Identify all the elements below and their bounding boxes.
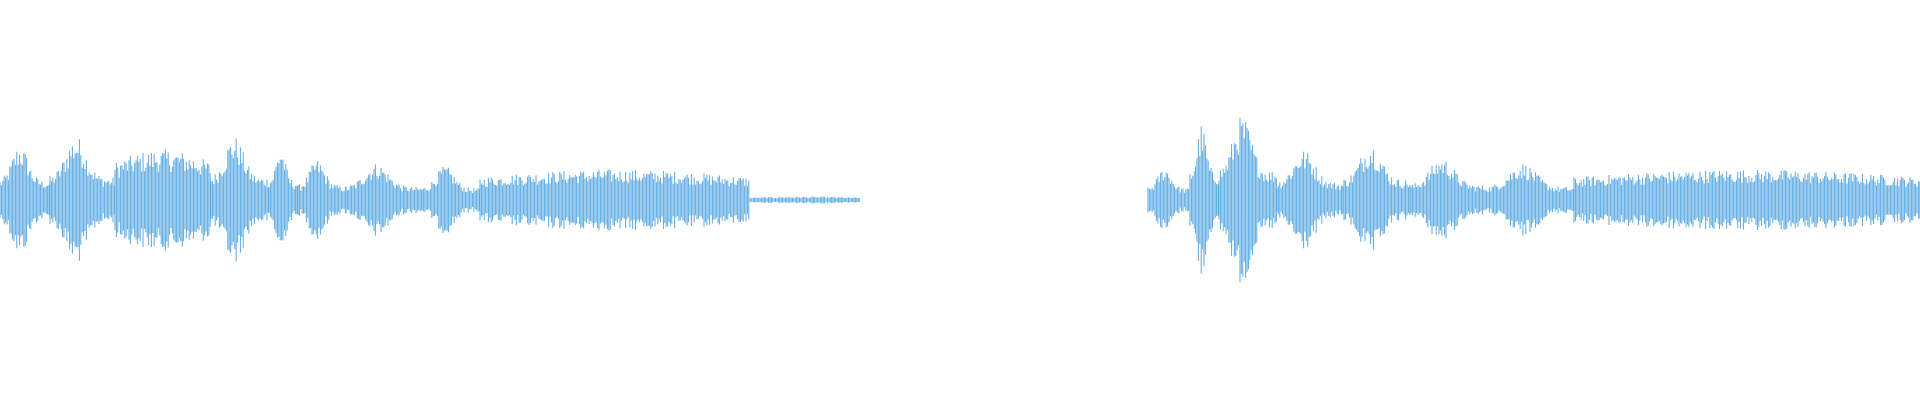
waveform-burst	[421, 167, 480, 233]
waveform-burst	[1487, 164, 1574, 236]
waveform-samples	[0, 117, 1920, 283]
waveform-burst	[0, 151, 50, 249]
waveform-burst	[49, 139, 115, 261]
waveform-burst	[1189, 126, 1219, 274]
waveform-burst	[1218, 117, 1277, 283]
waveform-burst	[1573, 170, 1920, 230]
waveform-burst	[1276, 151, 1344, 249]
waveform-burst	[268, 159, 298, 241]
waveform-burst	[479, 169, 750, 231]
waveform-region-clip-2	[1147, 117, 1920, 283]
waveform-burst	[210, 138, 269, 262]
waveform-burst	[114, 149, 211, 251]
waveform-burst	[345, 164, 423, 236]
waveform-burst	[1410, 161, 1488, 239]
waveform-burst	[1147, 171, 1190, 229]
waveform-burst	[748, 196, 861, 204]
waveform-burst	[1343, 150, 1411, 250]
waveform-burst	[297, 161, 347, 239]
waveform-region-clip-1	[0, 138, 861, 262]
